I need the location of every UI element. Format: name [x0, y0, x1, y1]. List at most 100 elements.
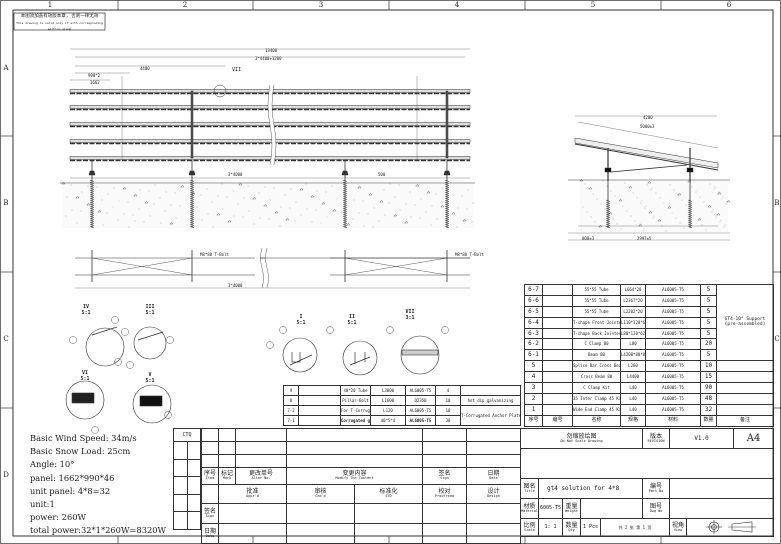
- label-cn: 签名: [438, 470, 451, 478]
- label-cn: 变更内容: [342, 470, 367, 478]
- cell: 2: [524, 392, 543, 405]
- cell: 4: [524, 371, 543, 384]
- cross-beam: [69, 139, 471, 143]
- anchor-block: [686, 167, 694, 173]
- cell: L110*120*62: [620, 316, 646, 329]
- zone-row-b-right: B: [774, 199, 780, 207]
- clamp-detail: [289, 352, 313, 366]
- label-en: Qty: [568, 527, 575, 532]
- label-cn: 视角: [672, 521, 685, 529]
- label-cn: 日期: [487, 470, 500, 478]
- cell: 9: [283, 385, 299, 396]
- detail-name: IV: [82, 304, 90, 310]
- cell: 5: [700, 327, 717, 340]
- label-en: Weight: [565, 508, 578, 513]
- cell: 20: [700, 338, 717, 351]
- cell: L1600: [370, 395, 406, 406]
- qty-value: 1 Pcs: [580, 518, 601, 537]
- balloon-callout: [441, 326, 449, 334]
- cell: T-shape Back Jointer: [572, 327, 621, 340]
- cell: T-Corrugated Anchor Plate: [460, 405, 521, 426]
- cell: [542, 305, 573, 318]
- version-value: V1.0: [669, 428, 735, 449]
- clamp-section: [71, 392, 95, 404]
- cell: 6-7: [524, 284, 543, 296]
- dim-panel-pitch: 990*2: [88, 73, 101, 78]
- detail-scale: 5:1: [81, 310, 91, 316]
- cell: 10: [435, 405, 461, 416]
- label-en: Item: [205, 476, 215, 481]
- detail-i: [282, 337, 318, 373]
- label-cn: 日期: [203, 527, 216, 535]
- balloon-callout: [121, 328, 129, 336]
- label-en: Scale: [524, 527, 535, 532]
- detail-callout-circle: [213, 84, 227, 98]
- label-en: Appr'd: [246, 494, 259, 499]
- cell: AL6005-T5: [645, 316, 701, 329]
- label-en: REVISION: [647, 438, 665, 443]
- zone-row-d: D: [3, 471, 9, 479]
- detail-scale: 5:1: [296, 320, 306, 326]
- cell: [298, 405, 341, 416]
- cell: [716, 371, 774, 384]
- cell: AL6005-T5: [645, 349, 701, 362]
- cell: [542, 316, 573, 329]
- dim-side-diag: 5000±3: [640, 124, 655, 129]
- anchor-block: [604, 167, 612, 173]
- cell: 6-4: [524, 316, 543, 329]
- label-cn: 审核: [314, 488, 327, 496]
- cell: [542, 382, 573, 394]
- detail-scale: 5:1: [145, 310, 155, 316]
- cell: AL6005-T5: [645, 371, 701, 384]
- cell: 7-2: [283, 405, 299, 416]
- zone-col-1: 1: [47, 1, 53, 9]
- label-cn: 比例: [523, 521, 536, 529]
- cell: 40*5*4: [370, 415, 406, 426]
- support-rafter: [190, 90, 194, 159]
- detail-scale: 5:1: [80, 376, 90, 382]
- label-cn: 材质: [523, 502, 536, 510]
- zone-col-6: 6: [726, 1, 732, 9]
- cell: 6-6: [524, 294, 543, 307]
- cell: 5: [700, 294, 717, 307]
- detail-name: VII: [405, 309, 415, 315]
- detail-name: II: [348, 314, 356, 320]
- balloon-callout: [279, 326, 287, 334]
- design-notes: Basic Wind Speed: 34m/s Basic Snow Load:…: [30, 432, 166, 538]
- label-en: View: [673, 527, 683, 532]
- header-cell: 序号: [524, 414, 543, 427]
- cell: 5: [700, 349, 717, 362]
- note-unit-panel: unit panel: 4*8=32: [30, 485, 111, 496]
- zone-row-c-right: C: [774, 335, 780, 343]
- break-mark: [260, 247, 269, 289]
- label-cn: 编号: [650, 482, 663, 490]
- cell: Corrugated gasket: [340, 415, 371, 426]
- cell: [542, 403, 573, 416]
- cell: 8: [283, 395, 299, 406]
- cell: AL6005-T5: [645, 327, 701, 340]
- zone-col-5: 5: [590, 1, 596, 9]
- cell: AL6005-T5: [645, 403, 701, 416]
- drawing-title: gt4 solution for 4*8: [537, 478, 644, 499]
- balloon-callout: [91, 426, 99, 434]
- label-en: Do Not Scale Drawing: [560, 438, 603, 443]
- remark-group: GT4-10° Support (pre-assembled): [716, 283, 774, 362]
- soil: [62, 184, 474, 228]
- detail-name: V: [148, 372, 152, 378]
- detail-vi: [65, 380, 105, 420]
